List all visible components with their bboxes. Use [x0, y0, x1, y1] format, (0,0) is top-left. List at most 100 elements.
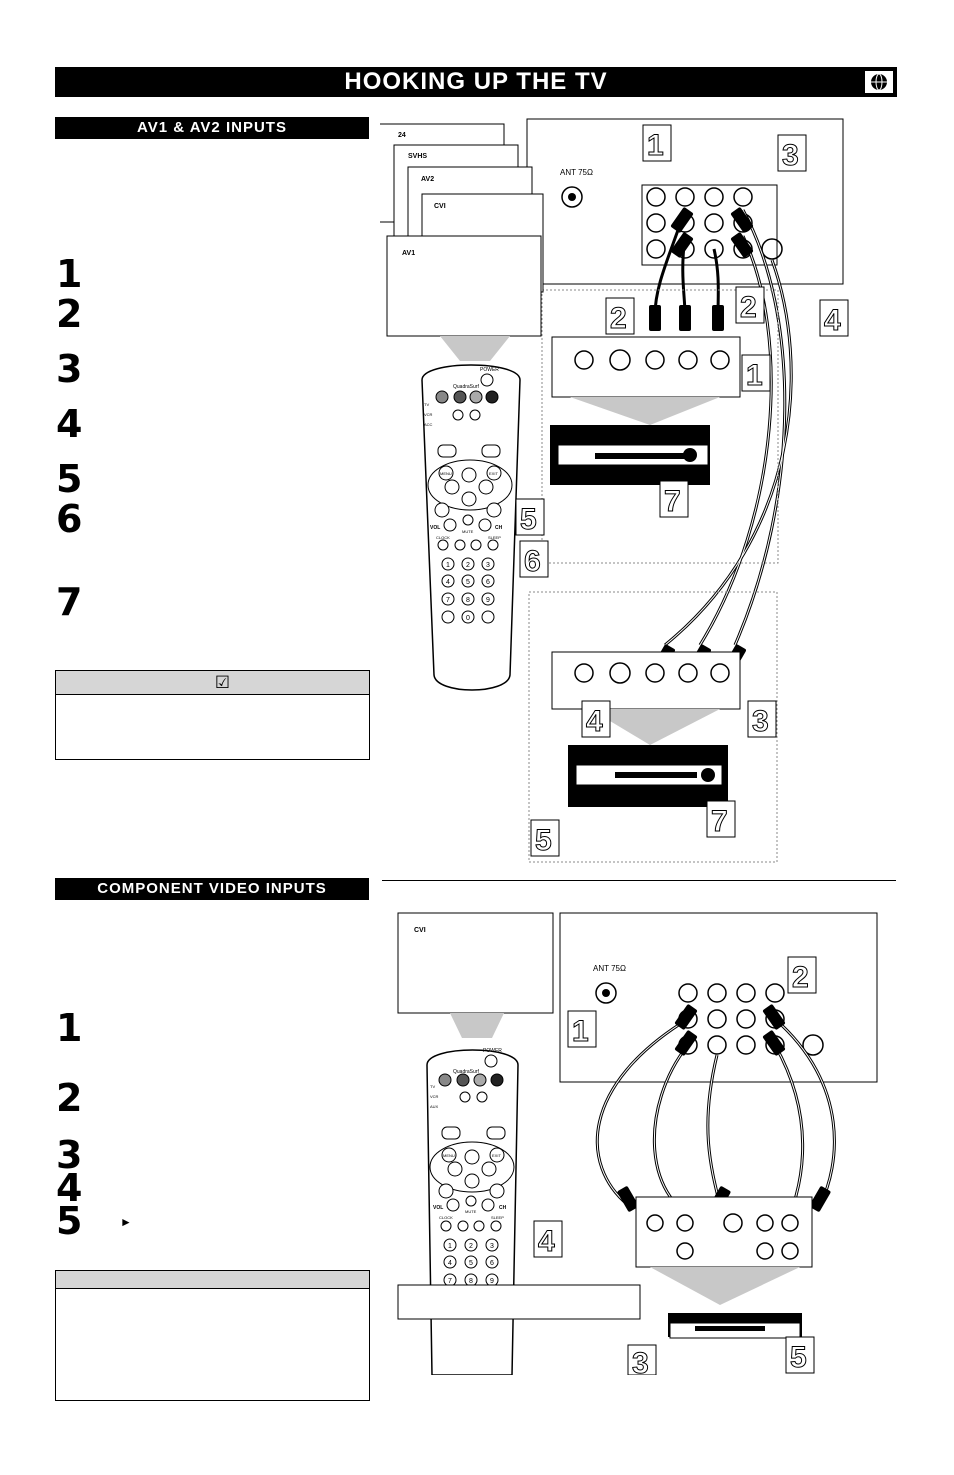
note-box-component: [55, 1270, 370, 1401]
brand-label: QuadraSurf: [453, 384, 479, 390]
number-key: 7: [446, 597, 450, 604]
mute-label: MUTE: [462, 529, 474, 534]
sleep-label: SLEEP: [488, 535, 501, 540]
menu-label: MENU: [440, 471, 452, 476]
antenna-label: ANT 75Ω: [593, 964, 626, 973]
mode-label: TV: [430, 1084, 435, 1089]
clock-label: CLOCK: [436, 535, 450, 540]
callout-number: 2: [792, 961, 809, 994]
screen-label: AV1: [402, 250, 415, 257]
component-hookup-diagram: CVI ANT 75Ω: [397, 912, 878, 1375]
av-hookup-diagram: ANT 75Ω: [380, 118, 849, 863]
callouts: 1 3 2 4 2 1 7 5 6 4 3 7 5: [515, 124, 849, 858]
screen-label: 24: [398, 132, 406, 139]
clock-label: CLOCK: [439, 1215, 453, 1220]
mode-label: TV: [424, 402, 429, 407]
screen-label: CVI: [414, 927, 426, 934]
number-key: 1: [446, 562, 450, 569]
mode-label: VCR: [430, 1094, 439, 1099]
step-number: 4: [56, 402, 83, 446]
ch-label: CH: [499, 1205, 507, 1211]
callout-number: 1: [647, 129, 664, 162]
note-box-av: ☑: [55, 670, 370, 760]
callout-number: 4: [586, 705, 603, 738]
remote-control: POWER QuadraSurf TV VCR AUX MENU EXIT VO…: [426, 1048, 519, 1375]
page-title: HOOKING UP THE TV: [344, 68, 608, 95]
callout-number: 4: [538, 1225, 555, 1258]
step-number: 1: [56, 1006, 83, 1050]
antenna-label: ANT 75Ω: [560, 168, 593, 177]
screen-stack: 24 SVHS AV2 CVI AV1: [380, 123, 544, 337]
number-key: 8: [466, 597, 470, 604]
sleep-label: SLEEP: [491, 1215, 504, 1220]
callout-number: 1: [746, 359, 763, 392]
number-key: 9: [490, 1278, 494, 1285]
step-number: 2: [56, 292, 83, 336]
callout-number: 4: [824, 304, 841, 337]
checkbox-icon: ☑: [214, 673, 231, 693]
number-key: 0: [466, 615, 470, 622]
step-number: 3: [56, 347, 83, 391]
number-key: 6: [486, 579, 490, 586]
rca-plugs: [649, 207, 754, 672]
section-heading-av: AV1 & AV2 INPUTS: [55, 117, 369, 139]
exit-label: EXIT: [492, 1153, 501, 1158]
play-arrow-icon: ►: [120, 1215, 132, 1229]
number-key: 9: [486, 597, 490, 604]
callout-number: 3: [752, 705, 769, 738]
callout-number: 1: [572, 1015, 589, 1048]
number-key: 4: [446, 579, 450, 586]
svhs-jack: [802, 1034, 824, 1056]
callout-number: 5: [535, 824, 552, 857]
mute-label: MUTE: [465, 1209, 477, 1214]
step-number: 2: [56, 1076, 83, 1120]
exit-label: EXIT: [489, 471, 498, 476]
mode-label: VCR: [424, 412, 433, 417]
number-key: 7: [448, 1278, 452, 1285]
svhs-jack: [761, 238, 783, 260]
section-divider: [382, 880, 896, 881]
callouts: 2 1 4 5 3: [533, 956, 817, 1375]
ch-label: CH: [495, 525, 503, 531]
menu-label: MENU: [443, 1153, 455, 1158]
number-key: 5: [466, 579, 470, 586]
step-number: 5: [56, 457, 83, 501]
remote-control: POWER QuadraSurf TV VCR ACC MENU EXIT VO…: [421, 364, 521, 691]
number-key: 3: [490, 1243, 494, 1250]
note-header: ☑: [56, 671, 369, 695]
power-icon: [484, 1054, 498, 1068]
callout-number: 3: [782, 139, 799, 172]
number-key: 6: [490, 1260, 494, 1267]
number-key: 2: [469, 1243, 473, 1250]
number-key: 1: [448, 1243, 452, 1250]
vol-label: VOL: [430, 525, 440, 531]
globe-icon: [864, 70, 894, 94]
step-number: 1: [56, 252, 83, 296]
callout-number: 5: [790, 1341, 807, 1374]
power-label: POWER: [480, 367, 499, 373]
power-label: POWER: [483, 1048, 502, 1054]
screen-label: AV2: [421, 176, 434, 183]
step-number: 6: [56, 497, 83, 541]
callout-number: 3: [632, 1347, 649, 1375]
cvi-screen: [397, 912, 554, 1014]
mode-label: ACC: [424, 422, 433, 427]
step-number: 5: [56, 1199, 83, 1243]
number-key: 4: [448, 1260, 452, 1267]
brand-label: QuadraSurf: [453, 1069, 479, 1075]
callout-number: 7: [664, 485, 681, 518]
note-header: [56, 1271, 369, 1289]
callout-number: 5: [520, 503, 537, 536]
callout-number: 7: [711, 805, 728, 838]
callout-number: 6: [524, 545, 541, 578]
number-key: 5: [469, 1260, 473, 1267]
screen-label: CVI: [434, 203, 446, 210]
number-key: 2: [466, 562, 470, 569]
power-icon: [480, 373, 494, 387]
title-bar: [55, 67, 897, 97]
mode-label: AUX: [430, 1104, 439, 1109]
number-key: 3: [486, 562, 490, 569]
step-number: 7: [56, 580, 83, 624]
callout-number: 2: [740, 291, 757, 324]
vcr2-back-panel: [551, 651, 741, 710]
